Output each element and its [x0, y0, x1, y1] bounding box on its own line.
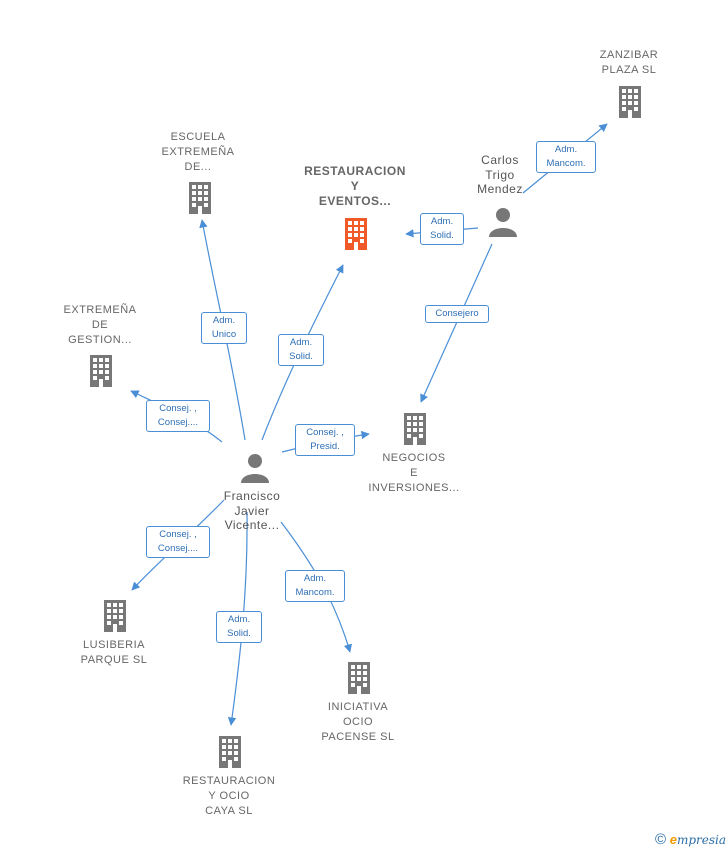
edge-label-fran-extremena: Consej. , Consej....	[146, 400, 210, 432]
node-francisco[interactable]: Francisco Javier Vicente...	[202, 489, 302, 533]
edge-carlos-negocios	[420, 243, 493, 403]
brand-logo-text: mpresia	[676, 833, 726, 847]
person-icon[interactable]	[489, 208, 517, 237]
node-escuela[interactable]: ESCUELA EXTREMEÑA DE...	[148, 130, 248, 175]
brand-logo-initial: e	[669, 832, 677, 847]
node-caya[interactable]: RESTAURACION Y OCIO CAYA SL	[174, 774, 284, 819]
node-label: Y	[350, 179, 360, 193]
node-label: OCIO	[342, 716, 374, 728]
node-extremena[interactable]: EXTREMEÑA DE GESTION...	[50, 303, 150, 348]
node-negocios[interactable]: NEGOCIOS E INVERSIONES...	[359, 451, 469, 496]
node-label: EVENTOS...	[318, 194, 392, 208]
node-label: Y OCIO	[208, 790, 250, 802]
edge-label-fran-restauracion: Adm. Solid.	[278, 334, 324, 366]
person-icon[interactable]	[241, 454, 269, 483]
node-label: Mendez	[477, 182, 523, 196]
node-label: RESTAURACION	[182, 775, 276, 787]
node-label: LUSIBERIA	[83, 639, 145, 651]
node-label: RESTAURACION	[304, 164, 406, 178]
node-label: E	[410, 467, 418, 479]
node-restauracion-eventos[interactable]: RESTAURACION Y EVENTOS...	[295, 164, 415, 209]
node-iniciativa[interactable]: INICIATIVA OCIO PACENSE SL	[308, 700, 408, 745]
node-label: EXTREMEÑA	[63, 304, 137, 316]
building-icon[interactable]	[219, 736, 241, 768]
node-carlos[interactable]: Carlos Trigo Mendez	[460, 153, 540, 197]
node-lusiberia[interactable]: LUSIBERIA PARQUE SL	[64, 638, 164, 668]
node-label: INICIATIVA	[327, 701, 389, 713]
edge-label-carlos-negocios: Consejero	[425, 305, 489, 323]
edge-label-fran-caya: Adm. Solid.	[216, 611, 262, 643]
building-icon[interactable]	[619, 86, 641, 118]
edge-label-fran-negocios: Consej. , Presid.	[295, 424, 355, 456]
node-label: PACENSE SL	[321, 731, 395, 743]
node-label: NEGOCIOS	[382, 452, 446, 464]
node-label: Francisco	[223, 489, 281, 503]
node-zanzibar[interactable]: ZANZIBAR PLAZA SL	[579, 48, 679, 78]
node-label: PLAZA SL	[601, 64, 657, 76]
building-icon[interactable]	[404, 413, 426, 445]
building-icon[interactable]	[348, 662, 370, 694]
building-icon[interactable]	[345, 218, 367, 250]
node-label: CAYA SL	[205, 805, 253, 817]
copyright-icon: ©	[655, 831, 667, 848]
edge-label-carlos-zanzibar: Adm. Mancom.	[536, 141, 596, 173]
node-label: Trigo	[485, 167, 515, 182]
edge-label-fran-iniciativa: Adm. Mancom.	[285, 570, 345, 602]
building-icon[interactable]	[189, 182, 211, 214]
node-label: INVERSIONES...	[368, 482, 460, 494]
building-icon[interactable]	[104, 600, 126, 632]
node-label: Javier	[234, 503, 270, 518]
node-label: Vicente...	[224, 518, 280, 532]
node-label: DE...	[184, 161, 212, 173]
node-label: DE	[91, 319, 109, 331]
brand-footer: © empresia	[655, 831, 726, 848]
node-label: EXTREMEÑA	[161, 146, 235, 158]
edge-label-carlos-restauracion: Adm. Solid.	[420, 213, 464, 245]
node-label: ZANZIBAR	[599, 49, 659, 61]
node-label: PARQUE SL	[80, 654, 148, 666]
edge-label-fran-escuela: Adm. Unico	[201, 312, 247, 344]
node-label: GESTION...	[68, 334, 132, 346]
node-label: Carlos	[481, 153, 519, 167]
building-icon[interactable]	[90, 355, 112, 387]
edge-label-fran-lusiberia: Consej. , Consej....	[146, 526, 210, 558]
node-label: ESCUELA	[170, 131, 226, 143]
